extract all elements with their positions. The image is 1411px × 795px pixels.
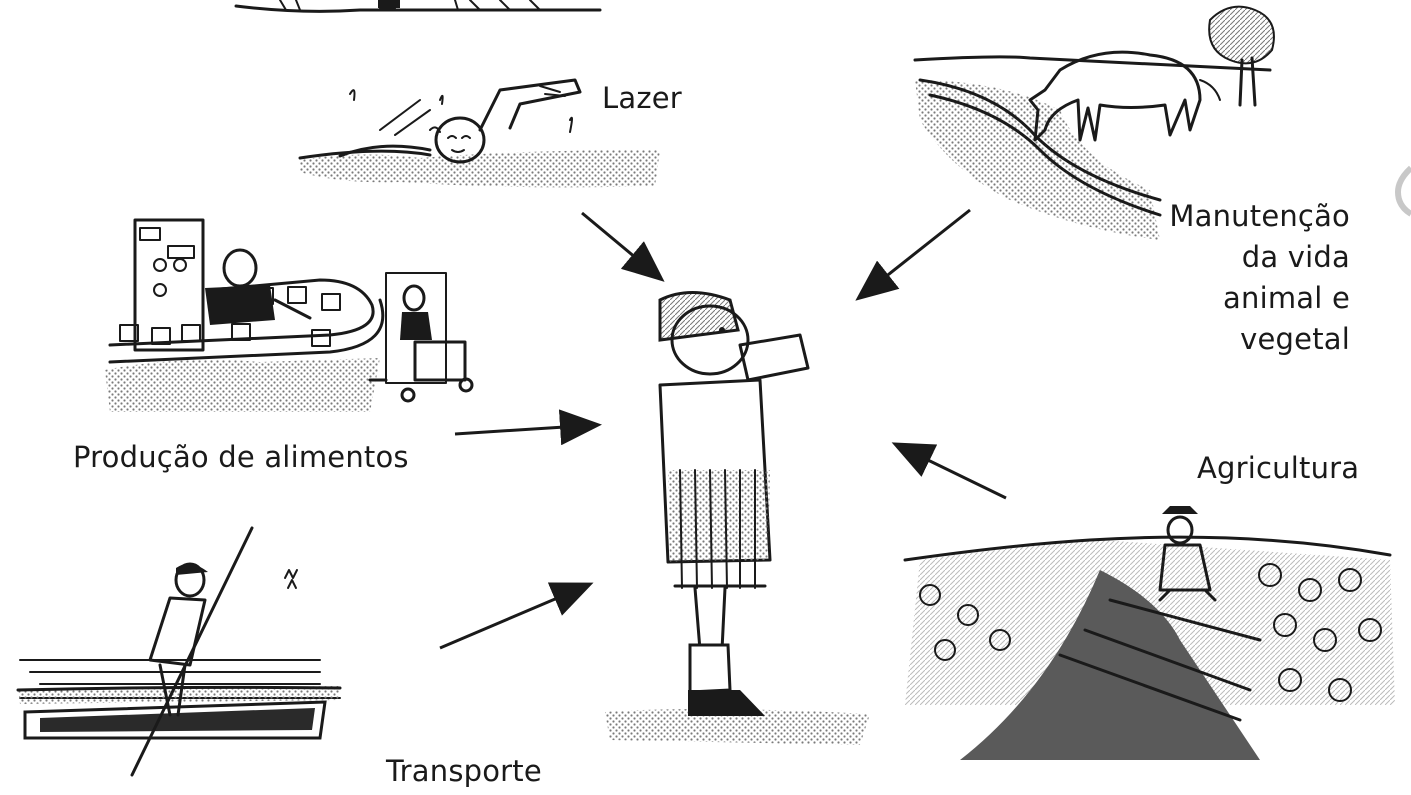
- label-life-maintenance: Manutenção da vida animal e vegetal: [1150, 196, 1350, 360]
- arrow-from-food-production: [455, 425, 596, 434]
- label-life-maintenance-line-3: animal e: [1150, 278, 1350, 319]
- label-transport: Transporte: [386, 751, 542, 792]
- label-leisure: Lazer: [602, 78, 682, 119]
- label-life-maintenance-line-1: Manutenção: [1150, 196, 1350, 237]
- top-scene-cropped: [236, 0, 600, 11]
- arrow-from-agriculture: [897, 445, 1006, 498]
- boat-transport-illustration: [18, 528, 340, 775]
- label-life-maintenance-line-4: vegetal: [1150, 319, 1350, 360]
- label-agriculture: Agricultura: [1197, 448, 1359, 489]
- food-factory-illustration: [105, 220, 472, 412]
- arrow-from-leisure: [582, 213, 660, 278]
- agriculture-irrigation-illustration: [905, 506, 1395, 760]
- label-food-production: Produção de alimentos: [73, 437, 409, 478]
- boy-with-binoculars-illustration: [605, 293, 870, 746]
- edge-arc-cropped: [1398, 168, 1411, 214]
- arrow-from-transport: [440, 585, 588, 648]
- label-life-maintenance-line-2: da vida: [1150, 237, 1350, 278]
- arrow-from-life-maintenance: [860, 210, 970, 297]
